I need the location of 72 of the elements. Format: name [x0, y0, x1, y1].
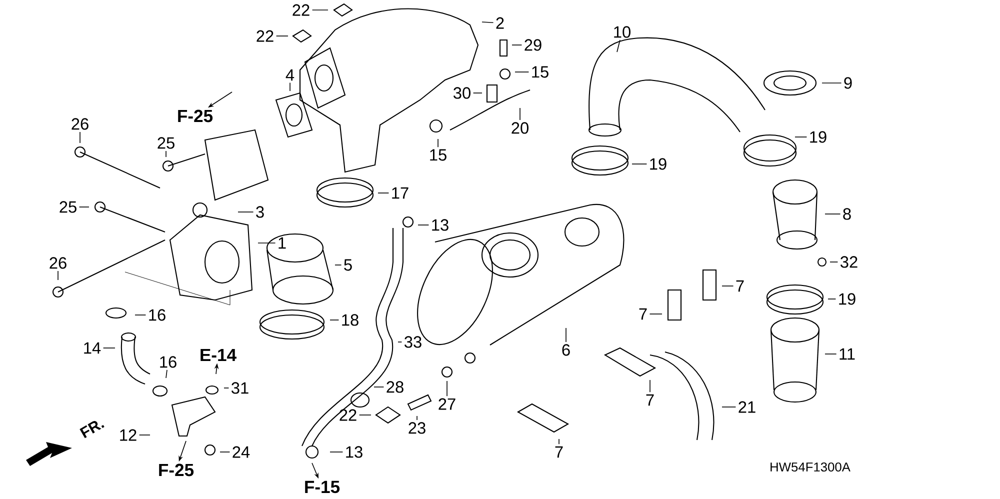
- leader-line: [78, 206, 90, 208]
- leader-line: [416, 416, 418, 420]
- callout-number: 21: [738, 401, 756, 413]
- callout-number: 33: [404, 336, 422, 348]
- leader-line: [374, 386, 384, 388]
- callout-number: 29: [524, 39, 542, 51]
- drawing-code: HW54F1300A: [770, 462, 850, 472]
- leader-line: [446, 380, 448, 396]
- direction-label: FR.: [80, 421, 104, 438]
- callout-number: 1: [278, 237, 286, 249]
- callout-number: 5: [344, 259, 352, 271]
- callout-number: 26: [50, 257, 66, 269]
- callout-number: 26: [72, 118, 88, 130]
- callout-number: 23: [408, 422, 426, 434]
- reference-mark: F-25: [159, 464, 194, 476]
- callout-number: 7: [646, 394, 654, 406]
- callout-number: 22: [292, 4, 310, 16]
- callout-number: 24: [232, 446, 250, 458]
- leader-line: [378, 192, 390, 194]
- callout-number: 19: [810, 131, 826, 143]
- callout-number: 30: [454, 87, 470, 99]
- callout-number: 16: [160, 356, 176, 368]
- leader-line: [166, 370, 168, 378]
- callout-number: 13: [346, 446, 362, 458]
- callout-number: 6: [562, 344, 570, 356]
- callout-number: 18: [342, 314, 358, 326]
- callout-number: 15: [532, 66, 548, 78]
- callout-number: 27: [438, 398, 456, 410]
- callout-number: 13: [432, 219, 448, 231]
- reference-mark: F-15: [305, 480, 340, 494]
- callout-number: 11: [840, 348, 855, 360]
- leader-line: [512, 44, 522, 46]
- callout-number: 22: [340, 409, 356, 421]
- callout-number: 10: [614, 26, 630, 38]
- callout-number: 31: [232, 382, 248, 394]
- callout-number: 4: [286, 69, 294, 81]
- leader-line: [794, 136, 808, 138]
- leader-line: [138, 434, 150, 436]
- callout-number: 7: [736, 280, 744, 292]
- leader-line: [472, 92, 482, 94]
- leader-line: [722, 406, 736, 408]
- callout-number: 32: [840, 256, 858, 268]
- callout-number: 25: [60, 201, 76, 213]
- callout-number: 7: [639, 308, 647, 320]
- leader-line: [334, 264, 342, 266]
- callout-number: 16: [149, 309, 166, 321]
- callout-number: 8: [843, 208, 851, 220]
- callout-number: 19: [650, 158, 666, 170]
- callout-number: 28: [386, 381, 404, 393]
- callout-number: 2: [496, 17, 504, 29]
- leader-line: [358, 414, 372, 416]
- leader-line: [828, 298, 836, 300]
- callout-number: 22: [256, 30, 274, 42]
- callout-number: 7: [555, 446, 563, 458]
- reference-mark: E-14: [200, 348, 236, 362]
- callout-number: 25: [158, 137, 174, 149]
- leader-line: [822, 82, 842, 84]
- leader-line: [482, 22, 494, 24]
- callout-number: 14: [84, 342, 101, 354]
- callout-number: 17: [392, 187, 408, 199]
- reference-mark: F-25: [178, 110, 213, 122]
- leader-line: [258, 242, 276, 244]
- callout-number: 3: [256, 206, 264, 218]
- callout-number: 9: [844, 77, 852, 89]
- leader-line: [418, 224, 430, 226]
- leader-line: [616, 40, 620, 52]
- callout-number: 15: [430, 149, 446, 161]
- callout-number: 20: [512, 122, 528, 134]
- callout-number: 12: [120, 429, 136, 441]
- callout-number: 19: [839, 293, 856, 305]
- leader-line: [558, 438, 560, 445]
- leader-line: [134, 314, 146, 316]
